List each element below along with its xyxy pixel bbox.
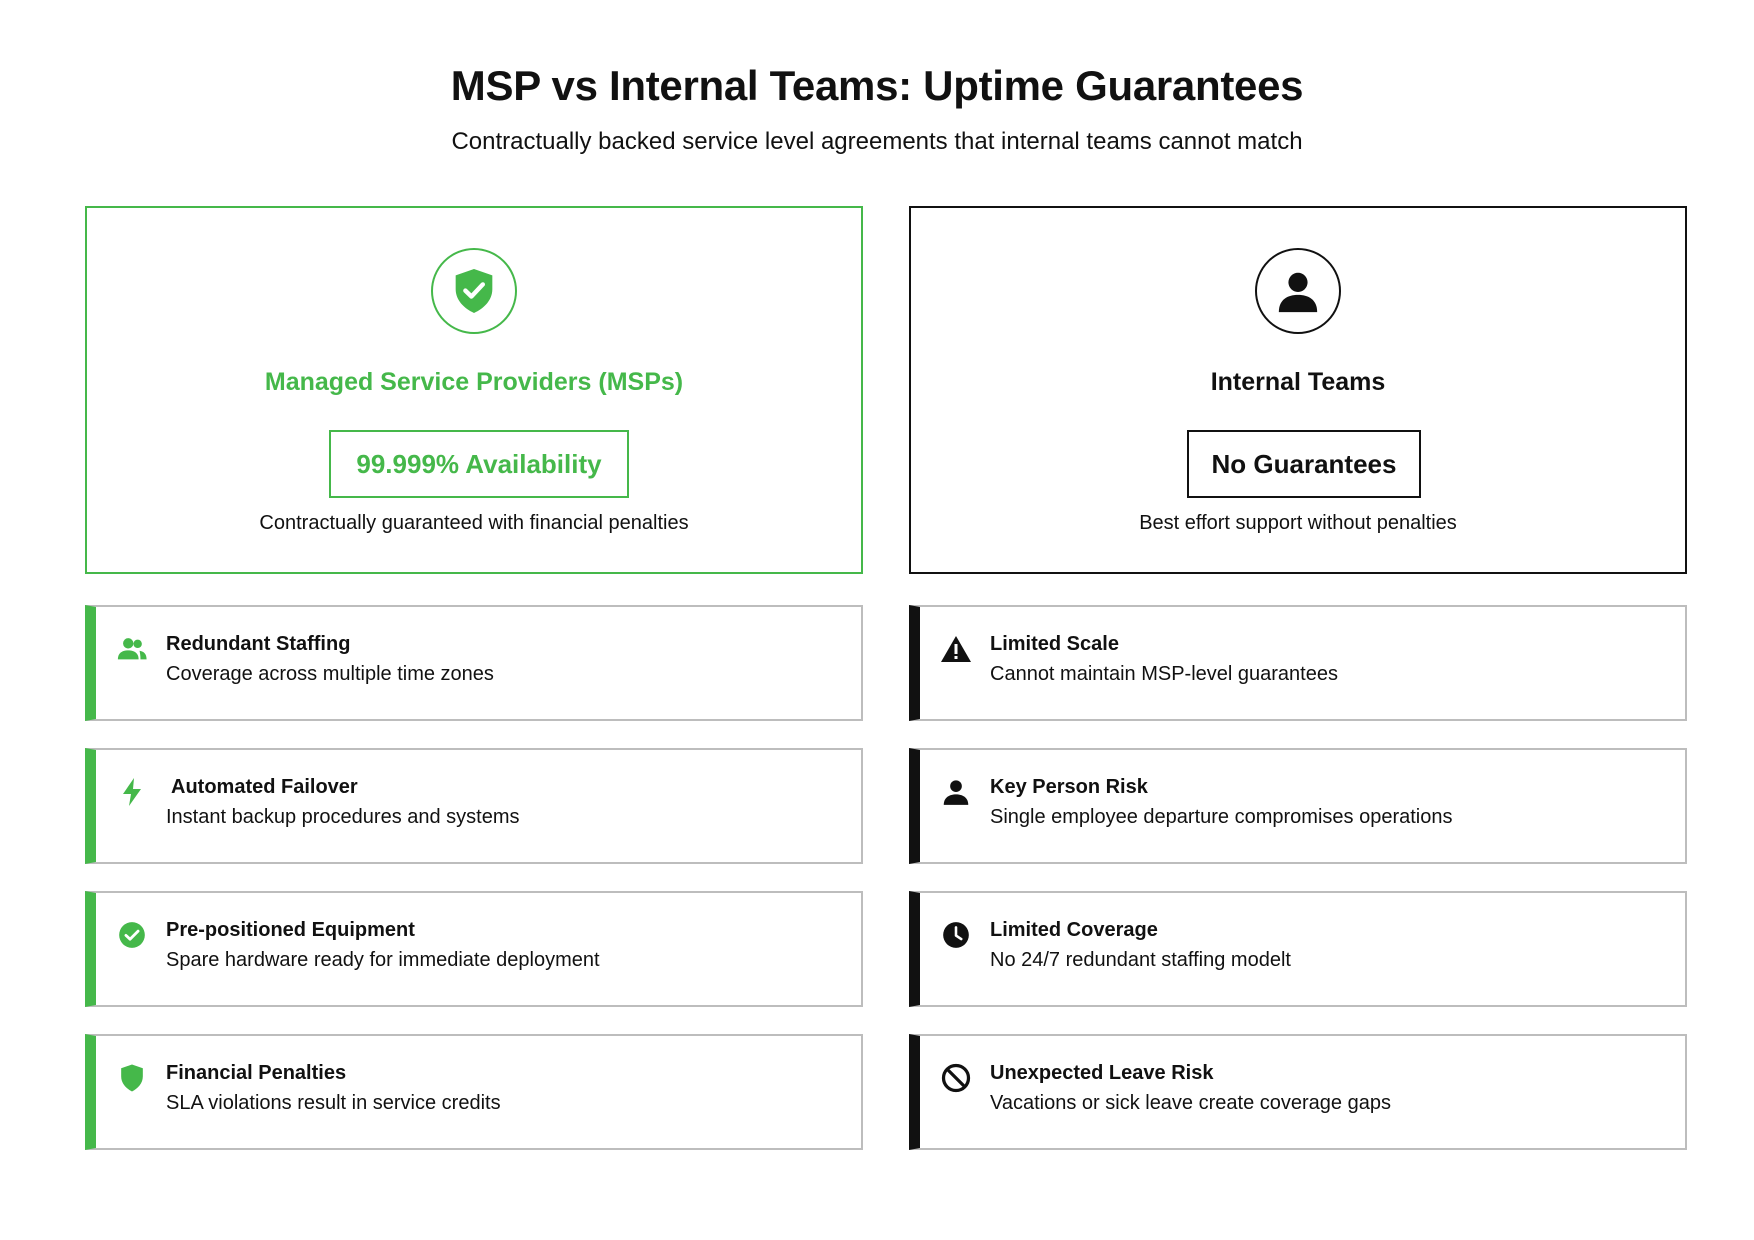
feature-title: Unexpected Leave Risk — [990, 1062, 1214, 1084]
person-icon — [940, 776, 972, 808]
block-icon — [940, 1062, 972, 1094]
internal-icon-circle — [1255, 248, 1341, 334]
msp-feature-card: Pre-positioned Equipment Spare hardware … — [85, 891, 863, 1007]
msp-icon-circle — [431, 248, 517, 334]
feature-title: Automated Failover — [171, 776, 358, 798]
clock-icon — [940, 919, 972, 951]
feature-title: Pre-positioned Equipment — [166, 919, 415, 941]
shield-icon — [116, 1062, 148, 1094]
feature-description: SLA violations result in service credits — [166, 1092, 501, 1114]
feature-description: No 24/7 redundant staffing modelt — [990, 949, 1291, 971]
feature-description: Instant backup procedures and systems — [166, 806, 520, 828]
feature-title: Redundant Staffing — [166, 633, 351, 655]
feature-description: Coverage across multiple time zones — [166, 663, 494, 685]
page-title: MSP vs Internal Teams: Uptime Guarantees — [450, 62, 1304, 109]
msp-description: Contractually guaranteed with financial … — [259, 512, 689, 534]
shield-check-icon — [455, 269, 493, 313]
feature-title: Limited Scale — [990, 633, 1119, 655]
check-circle-icon — [116, 919, 148, 951]
msp-feature-card: Redundant Staffing Coverage across multi… — [85, 605, 863, 721]
msp-summary-panel: Managed Service Providers (MSPs) 99.999%… — [85, 206, 863, 574]
feature-description: Cannot maintain MSP-level guarantees — [990, 663, 1338, 685]
internal-description: Best effort support without penalties — [1139, 512, 1457, 534]
internal-feature-card: Key Person Risk Single employee departur… — [909, 748, 1687, 864]
internal-summary-panel: Internal Teams No Guarantees Best effort… — [909, 206, 1687, 574]
warning-icon — [940, 633, 972, 665]
feature-description: Single employee departure compromises op… — [990, 806, 1453, 828]
users-icon — [116, 633, 148, 665]
msp-feature-card: Automated Failover Instant backup proced… — [85, 748, 863, 864]
feature-description: Vacations or sick leave create coverage … — [990, 1092, 1391, 1114]
feature-title: Financial Penalties — [166, 1062, 347, 1084]
internal-feature-card: Unexpected Leave Risk Vacations or sick … — [909, 1034, 1687, 1150]
msp-heading: Managed Service Providers (MSPs) — [264, 368, 684, 396]
msp-feature-card: Financial Penalties SLA violations resul… — [85, 1034, 863, 1150]
feature-description: Spare hardware ready for immediate deplo… — [166, 949, 600, 971]
internal-feature-card: Limited Scale Cannot maintain MSP-level … — [909, 605, 1687, 721]
internal-guarantee-badge: No Guarantees — [1187, 430, 1421, 498]
internal-heading: Internal Teams — [1210, 368, 1386, 396]
feature-title: Key Person Risk — [990, 776, 1148, 798]
person-icon — [1278, 272, 1318, 313]
internal-feature-card: Limited Coverage No 24/7 redundant staff… — [909, 891, 1687, 1007]
msp-availability-badge: 99.999% Availability — [329, 430, 629, 498]
feature-title: Limited Coverage — [990, 919, 1158, 941]
lightning-icon — [116, 776, 148, 808]
page-subtitle: Contractually backed service level agree… — [451, 128, 1303, 155]
